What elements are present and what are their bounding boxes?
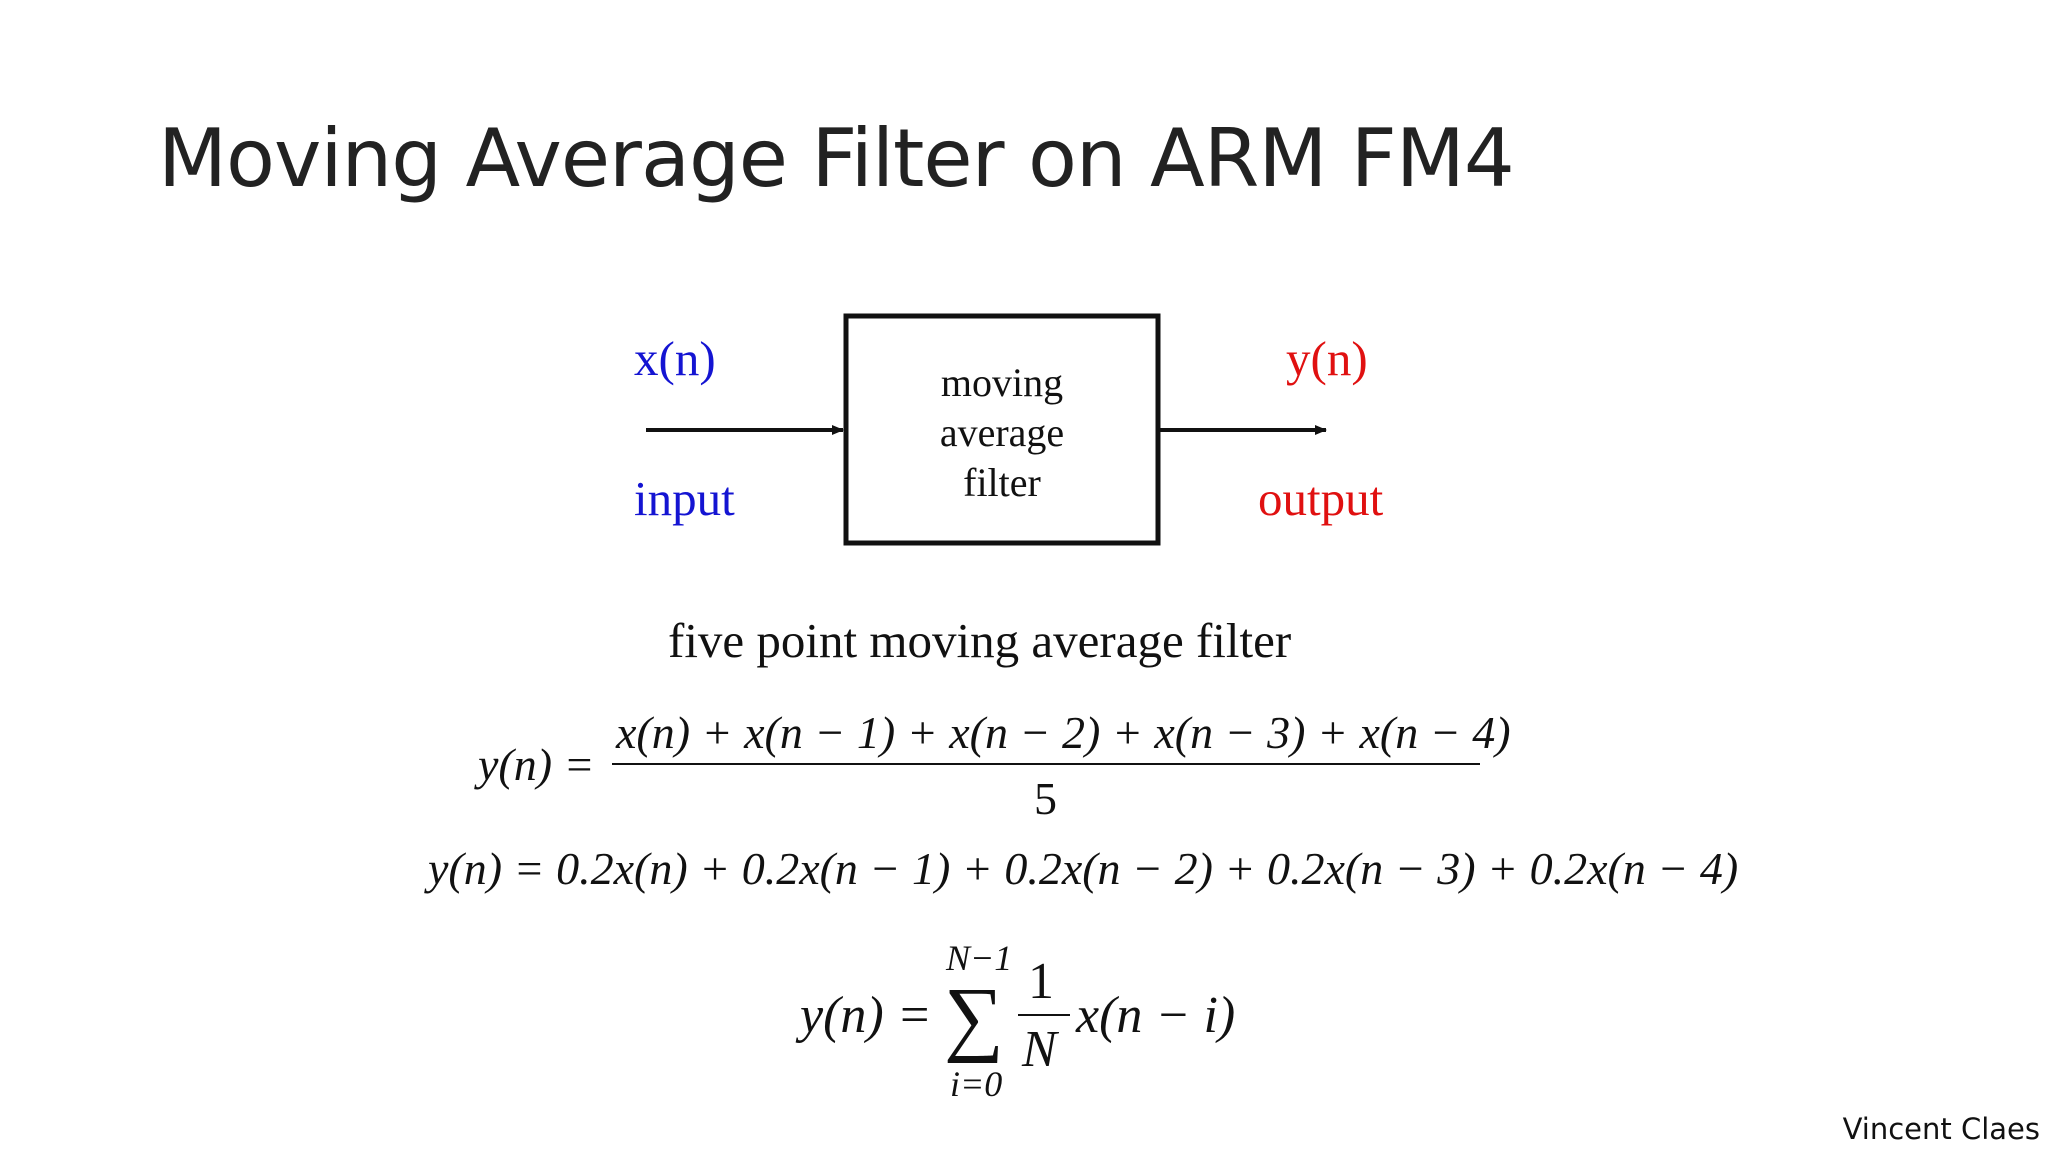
filter-block-label: moving average filter — [848, 358, 1156, 508]
eq1-numerator: x(n) + x(n − 1) + x(n − 2) + x(n − 3) + … — [616, 707, 1511, 758]
eq3-term: x(n − i) — [1076, 987, 1236, 1044]
eq1-denominator: 5 — [1034, 773, 1057, 824]
eq3-sum-symbol: ∑ — [944, 971, 1004, 1064]
eq2: y(n) = 0.2x(n) + 0.2x(n − 1) + 0.2x(n − … — [428, 843, 1739, 894]
output-signal-label: y(n) — [1286, 331, 1368, 386]
formula-caption: five point moving average filter — [668, 613, 1292, 668]
slide-title: Moving Average Filter on ARM FM4 — [158, 112, 1515, 205]
eq3-sum-upper: N−1 — [946, 938, 1013, 978]
input-signal-label: x(n) — [634, 331, 716, 386]
eq3-fraction-bar — [1018, 1014, 1070, 1016]
input-label: input — [634, 471, 735, 526]
eq1-lhs: y(n) = — [478, 739, 595, 790]
eq3-sum-lower: i=0 — [950, 1064, 1003, 1104]
output-label: output — [1258, 471, 1384, 526]
filter-block-line: filter — [963, 460, 1041, 505]
eq1-fraction-bar — [612, 763, 1480, 765]
filter-block-line: moving — [940, 360, 1064, 405]
eq3-frac-num: 1 — [1028, 953, 1054, 1010]
filter-block-line: average — [939, 410, 1065, 455]
author-credit: Vincent Claes — [1842, 1112, 2040, 1146]
eq3-lhs: y(n) = — [800, 987, 932, 1044]
eq3-frac-den: N — [1022, 1021, 1057, 1078]
